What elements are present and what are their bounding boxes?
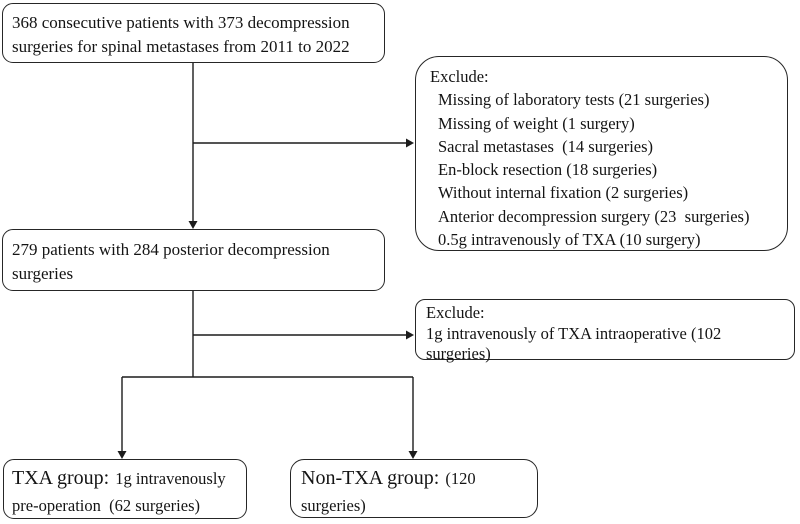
posterior-cohort-line2: surgeries [12, 263, 74, 283]
txa-group-detail: 1g intravenously [115, 469, 226, 488]
arrowhead-right-exclusion-1 [406, 138, 414, 148]
exclusion-1-header: Exclude: [430, 67, 489, 86]
txa-group-title: TXA group: [12, 467, 110, 489]
txa-group-box: TXA group: 1g intravenously pre-operation… [3, 459, 247, 519]
non-txa-group-line1: Non-TXA group: (120 [301, 465, 531, 492]
txa-group-line1: TXA group: 1g intravenously [12, 465, 240, 492]
exclusion-2-line1: 1g intravenously of TXA intraoperative (… [426, 323, 722, 343]
non-txa-group-detail: (120 [445, 469, 476, 488]
initial-cohort-box: 368 consecutive patients with 373 decomp… [2, 3, 385, 63]
txa-group-line2: pre-operation (62 surgeries) [12, 496, 201, 515]
non-txa-group-title: Non-TXA group: [301, 467, 440, 489]
exclusion-1-item: En-block resection (18 surgeries) [438, 160, 658, 180]
posterior-cohort-box: 279 patients with 284 posterior decompre… [2, 229, 385, 291]
arrowhead-down-txa [117, 451, 127, 459]
exclusion-1-item: Anterior decompression surgery (23 surge… [438, 206, 750, 226]
exclusion-box-1: Exclude: Missing of laboratory tests (21… [415, 56, 788, 251]
arrowhead-down-posterior [188, 221, 198, 229]
arrowhead-down-non-txa [408, 451, 418, 459]
initial-cohort-line2: surgeries for spinal metastases from 201… [12, 36, 350, 56]
non-txa-group-line2: surgeries) [301, 496, 366, 515]
exclusion-1-item: Missing of weight (1 surgery) [438, 113, 635, 133]
exclusion-1-item: Missing of laboratory tests (21 surgerie… [438, 90, 710, 110]
exclusion-2-header: Exclude: [426, 303, 485, 322]
initial-cohort-line1: 368 consecutive patients with 373 decomp… [12, 13, 350, 32]
exclusion-1-item: Sacral metastases (14 surgeries) [438, 136, 654, 156]
exclusion-1-item: 0.5g intravenously of TXA (10 surgery) [438, 230, 701, 250]
non-txa-group-box: Non-TXA group: (120 surgeries) [290, 459, 538, 518]
exclusion-2-line2: surgeries) [426, 344, 491, 364]
exclusion-box-2: Exclude: 1g intravenously of TXA intraop… [415, 299, 795, 363]
posterior-cohort-line1: 279 patients with 284 posterior decompre… [12, 240, 330, 259]
arrowhead-right-exclusion-2 [406, 330, 414, 340]
exclusion-1-item: Without internal fixation (2 surgeries) [438, 183, 689, 203]
